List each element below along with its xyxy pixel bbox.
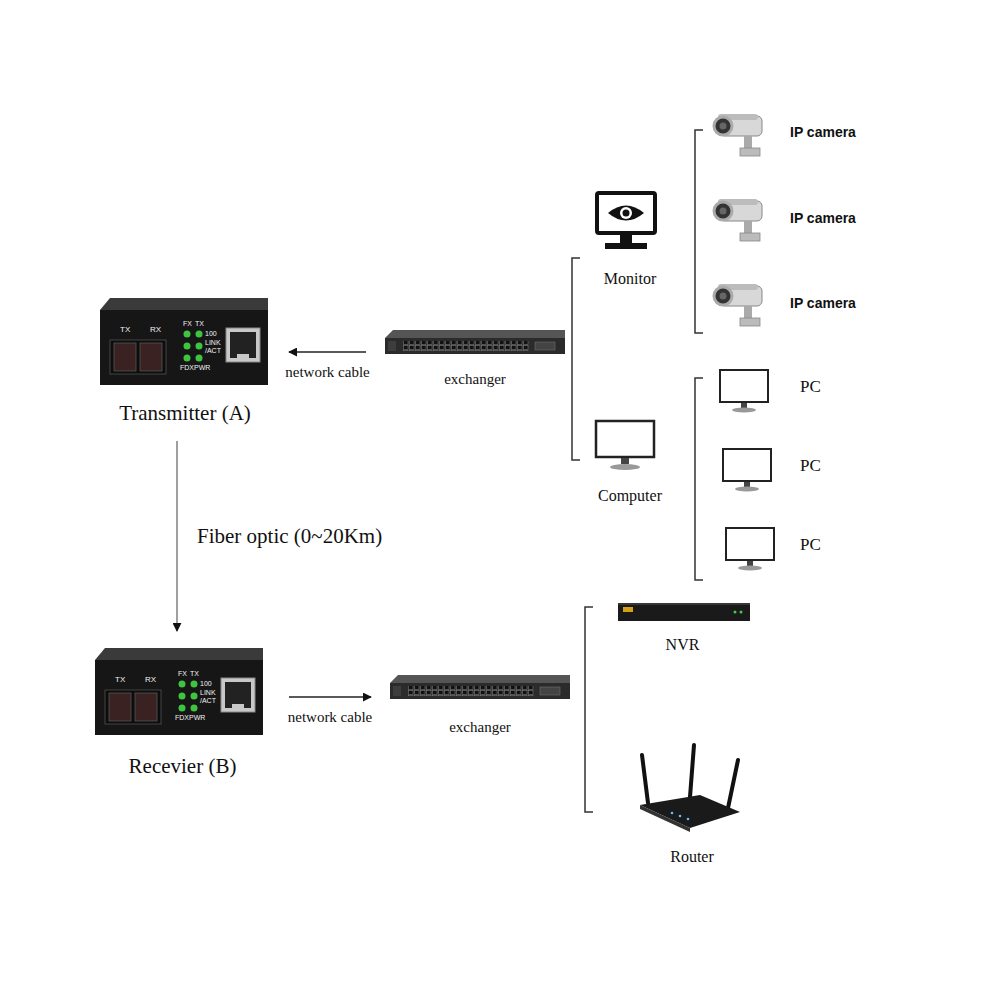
device-label: IP camera: [790, 124, 856, 140]
camera-icon: IP camera: [706, 280, 866, 326]
cable-arrow: [289, 696, 371, 697]
switch-device: exchanger: [380, 322, 570, 390]
panel-label: TX: [195, 320, 204, 327]
device-label: Recevier (B): [129, 754, 237, 778]
panel-label: RX: [145, 676, 156, 684]
receiver-device: Recevier (B): [90, 645, 275, 780]
device-label: IP camera: [790, 295, 856, 311]
panel-label: TX: [115, 676, 125, 684]
edge-label: network cable: [283, 364, 372, 381]
device-label: Computer: [598, 487, 662, 505]
panel-label: FDX: [180, 364, 194, 371]
nvr-device: NVR: [610, 598, 755, 656]
panel-label: FX: [183, 320, 192, 327]
camera-icon: IP camera: [706, 195, 866, 241]
panel-label: FDX: [175, 714, 189, 721]
edge-label: network cable: [286, 709, 375, 726]
fiber-link: [176, 441, 178, 631]
panel-label: TX: [190, 670, 199, 677]
switch-device: exchanger: [385, 668, 575, 738]
panel-label: LINK /ACT: [205, 339, 225, 355]
router-icon: Router: [628, 742, 756, 868]
panel-label: FX: [178, 670, 187, 677]
panel-label: RX: [150, 326, 161, 334]
cable-arrow: [289, 351, 366, 352]
device-label: PC: [800, 535, 821, 555]
device-label: Transmitter (A): [119, 401, 251, 425]
pc-icon: PC: [715, 522, 840, 568]
camera-icon: IP camera: [706, 109, 866, 155]
panel-label: 100: [205, 330, 217, 337]
device-label: exchanger: [444, 371, 506, 388]
edge-label: Fiber optic (0~20Km): [195, 524, 384, 548]
device-label: Monitor: [604, 270, 656, 288]
panel-label: TX: [120, 326, 130, 334]
pc-icon: PC: [715, 364, 840, 410]
transmitter-device: Transmitter (A): [95, 295, 275, 427]
monitor-icon: Monitor: [585, 185, 675, 290]
panel-label: 100: [200, 680, 212, 687]
panel-label: PWR: [189, 714, 205, 721]
panel-label: LINK /ACT: [200, 689, 220, 705]
panel-label: PWR: [194, 364, 210, 371]
device-label: NVR: [666, 636, 700, 654]
device-label: exchanger: [449, 719, 511, 736]
pc-icon: PC: [715, 443, 840, 489]
device-label: PC: [800, 456, 821, 476]
device-label: Router: [670, 848, 714, 866]
computer-icon: Computer: [580, 415, 680, 507]
device-label: IP camera: [790, 210, 856, 226]
device-label: PC: [800, 377, 821, 397]
